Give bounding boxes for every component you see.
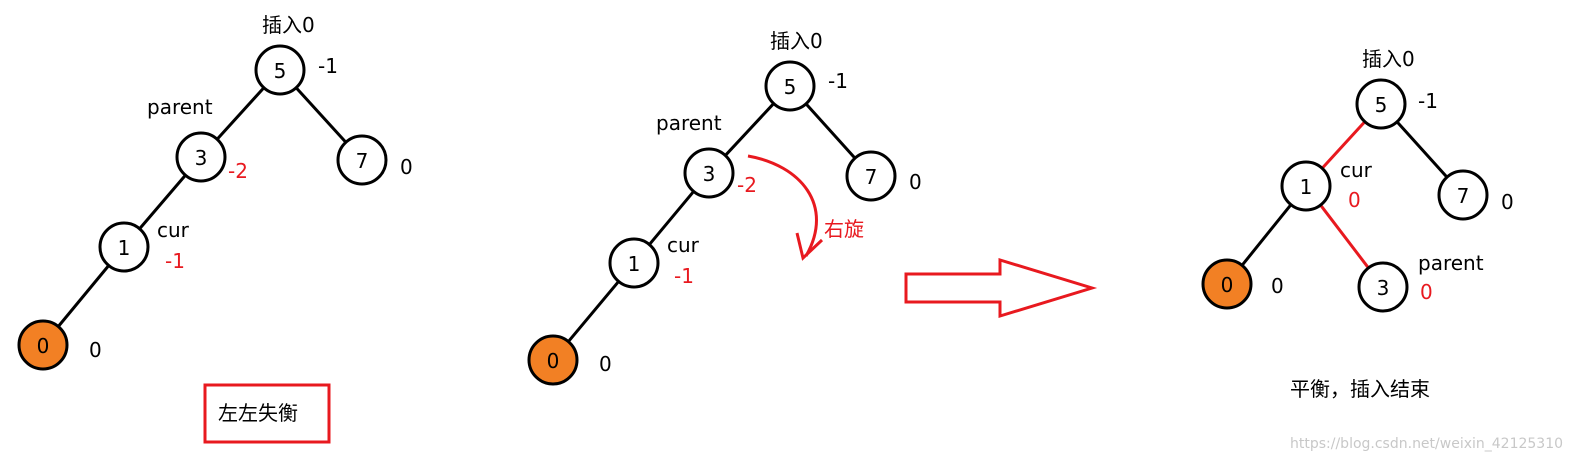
tree-edge — [1395, 120, 1449, 179]
tree-edge — [567, 280, 620, 343]
node-tag-label: 插入0 — [262, 13, 315, 37]
tree-node — [175, 131, 227, 183]
node-key: 0 — [37, 334, 50, 358]
rotation-label: 右旋 — [824, 217, 864, 241]
node-key: 1 — [1300, 175, 1313, 199]
tree-edge — [1319, 204, 1370, 269]
tree-edge — [1321, 120, 1366, 170]
node-tag-label: parent — [1418, 251, 1484, 275]
node-tag-label: parent — [656, 111, 722, 135]
balance-factor: -1 — [165, 249, 185, 273]
balance-factor: 0 — [1271, 274, 1284, 298]
node-key: 3 — [703, 162, 716, 186]
left-caption: 左左失衡 — [218, 401, 298, 425]
tree-node — [1201, 258, 1253, 310]
node-key: 1 — [628, 252, 641, 276]
balance-factor: -2 — [228, 159, 248, 183]
tree-edge — [724, 102, 775, 157]
balance-factor: 0 — [400, 155, 413, 179]
tree-edge — [804, 102, 857, 160]
node-key: 0 — [547, 349, 560, 373]
tree-node — [764, 60, 816, 112]
node-key: 1 — [118, 236, 131, 260]
balance-factor: 0 — [1420, 280, 1433, 304]
tree-edge — [57, 264, 110, 328]
balance-factor: 0 — [909, 170, 922, 194]
node-key: 5 — [1375, 93, 1388, 117]
node-key: 7 — [1457, 184, 1470, 208]
node-tag-label: cur — [667, 233, 700, 257]
node-tag-label: cur — [157, 218, 190, 242]
tree-node — [608, 237, 660, 289]
node-key: 7 — [356, 149, 369, 173]
balance-factor: -1 — [828, 69, 848, 93]
tree-node — [336, 134, 388, 186]
tree-edge — [648, 190, 695, 246]
tree-node — [1357, 261, 1409, 313]
watermark: https://blog.csdn.net/weixin_42125310 — [1290, 436, 1563, 452]
tree-node — [845, 150, 897, 202]
balance-factor: 0 — [1348, 188, 1361, 212]
tree-node — [98, 221, 150, 273]
node-tag-label: 插入0 — [1362, 47, 1415, 71]
node-key: 3 — [195, 146, 208, 170]
tree-node — [254, 44, 306, 96]
balance-factor: -1 — [1418, 89, 1438, 113]
node-key: 5 — [784, 75, 797, 99]
balance-factor: -2 — [737, 173, 757, 197]
balance-factor: -1 — [318, 54, 338, 78]
node-tag-label: parent — [147, 95, 213, 119]
node-key: 0 — [1221, 273, 1234, 297]
tree-node — [1437, 169, 1489, 221]
tree-node — [1280, 160, 1332, 212]
tree-node — [1355, 78, 1407, 130]
tree-edge — [216, 86, 265, 141]
rotate-right-arrow — [747, 154, 824, 261]
tree-node — [17, 319, 69, 371]
tree-edge — [138, 174, 187, 230]
balance-factor: 0 — [599, 352, 612, 376]
node-key: 3 — [1377, 276, 1390, 300]
tree-node — [527, 334, 579, 386]
tree-edge — [295, 86, 347, 144]
node-tag-label: cur — [1340, 158, 1373, 182]
transition-arrow-icon — [904, 257, 1098, 319]
right-caption: 平衡，插入结束 — [1290, 377, 1430, 401]
node-key: 7 — [865, 165, 878, 189]
node-key: 5 — [274, 59, 287, 83]
balance-factor: 0 — [1501, 190, 1514, 214]
left-caption-box — [203, 383, 331, 444]
node-tag-label: 插入0 — [770, 29, 823, 53]
balance-factor: 0 — [89, 338, 102, 362]
tree-edge — [1240, 203, 1293, 267]
tree-node — [683, 147, 735, 199]
balance-factor: -1 — [674, 264, 694, 288]
